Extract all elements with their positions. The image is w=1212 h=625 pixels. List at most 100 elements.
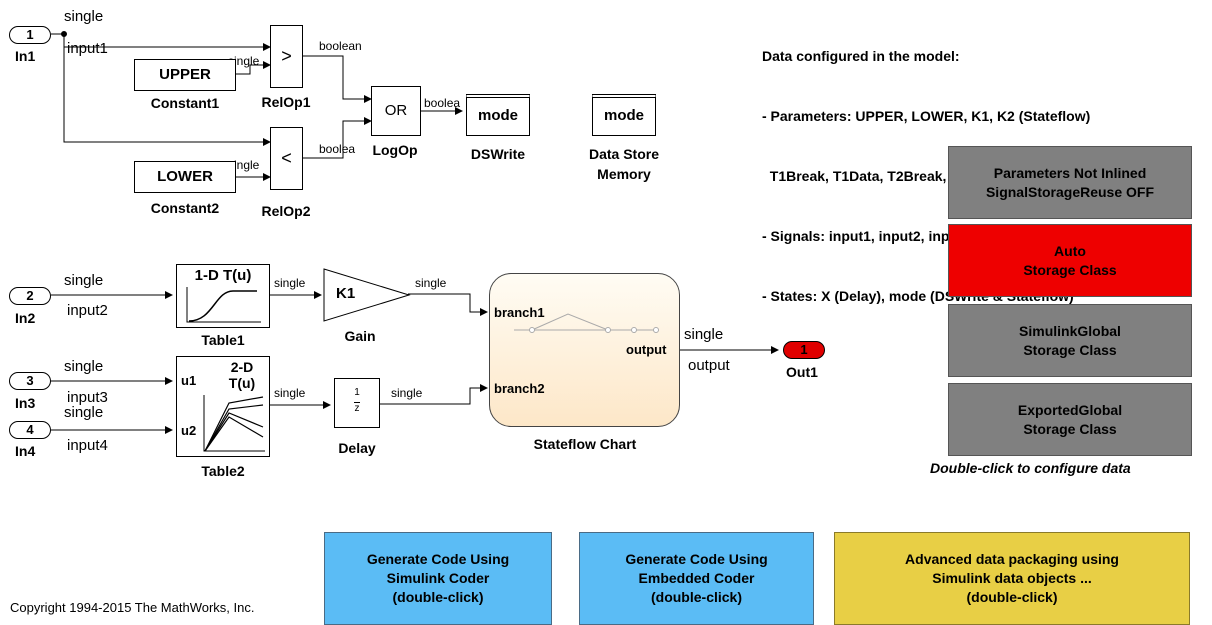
copyright-text: Copyright 1994-2015 The MathWorks, Inc.	[10, 600, 255, 615]
signal-name-input2: input2	[67, 302, 108, 319]
stateflow-input-branch1: branch1	[494, 305, 545, 320]
relop1-block[interactable]: >	[270, 25, 303, 88]
inport-number: 4	[26, 422, 34, 437]
exportedglobal-storage-class-button[interactable]: ExportedGlobal Storage Class	[948, 383, 1192, 456]
button-line: Storage Class	[1023, 420, 1117, 437]
button-line: (double-click)	[650, 589, 742, 605]
info-line: - Parameters: UPPER, LOWER, K1, K2 (Stat…	[762, 108, 1091, 124]
signal-label: single	[274, 386, 306, 400]
inport-in2[interactable]: 2	[9, 287, 51, 305]
inport-label: In2	[15, 310, 36, 326]
signal-name-input1: input1	[67, 40, 108, 57]
table1-curve-icon	[186, 287, 261, 323]
parameters-not-inlined-button[interactable]: Parameters Not Inlined SignalStorageReus…	[948, 146, 1192, 219]
signal-label: single	[64, 272, 104, 289]
constant2-value: LOWER	[157, 168, 213, 185]
button-line: Auto	[1054, 242, 1086, 259]
signal-label: single	[64, 8, 104, 25]
gain-block[interactable]	[323, 268, 411, 322]
table2-label: Table2	[201, 463, 245, 479]
auto-storage-class-button[interactable]: Auto Storage Class	[948, 224, 1192, 297]
table1-title: 1-D T(u)	[194, 267, 252, 284]
dsmem-value: mode	[603, 107, 644, 124]
outport-out1[interactable]: 1	[783, 341, 825, 359]
table1-label: Table1	[201, 332, 245, 348]
button-line: Storage Class	[1023, 341, 1117, 358]
inport-number: 3	[26, 373, 34, 388]
button-line: (double-click)	[392, 589, 484, 605]
button-line: Storage Class	[1023, 261, 1117, 278]
signal-name-input4: input4	[67, 437, 108, 454]
constant1-value: UPPER	[159, 66, 211, 83]
logop-block[interactable]: OR	[371, 86, 421, 136]
signal-label: boolea	[319, 142, 356, 156]
signal-name-output: output	[688, 357, 730, 374]
table2-input-u1: u1	[181, 373, 197, 388]
delay-fraction-bar	[354, 402, 360, 403]
dsmem-label-line1: Data Store	[588, 146, 660, 162]
generate-code-embedded-coder-button[interactable]: Generate Code Using Embedded Coder (doub…	[579, 532, 814, 625]
table2-title-line2: T(u)	[228, 375, 256, 391]
delay-label: Delay	[338, 440, 376, 456]
dsmem-label-line2: Memory	[597, 166, 651, 182]
stateflow-diagram-icon	[514, 313, 659, 333]
info-line: Data configured in the model:	[762, 48, 960, 64]
button-line: Parameters Not Inlined	[993, 164, 1147, 181]
constant1-block[interactable]: UPPER	[134, 59, 236, 91]
advanced-data-packaging-button[interactable]: Advanced data packaging using Simulink d…	[834, 532, 1190, 625]
signal-label: boolean	[319, 39, 362, 53]
signal-name-input3: input3	[67, 389, 108, 406]
gain-value: K1	[336, 285, 356, 302]
delay-denominator: z	[354, 403, 360, 414]
signal-label: single	[684, 326, 724, 343]
dswrite-label: DSWrite	[470, 146, 526, 162]
stateflow-output-port: output	[626, 342, 667, 357]
button-line: ExportedGlobal	[1017, 401, 1123, 418]
signal-label: single	[64, 404, 104, 421]
dswrite-value: mode	[477, 107, 518, 124]
inport-label: In1	[15, 48, 36, 64]
inport-in4[interactable]: 4	[9, 421, 51, 439]
button-line: Generate Code Using	[366, 551, 510, 567]
gain-label: Gain	[344, 328, 376, 344]
relop1-symbol: >	[281, 46, 292, 66]
logop-label: LogOp	[372, 142, 418, 158]
dswrite-block[interactable]: mode	[466, 94, 530, 136]
table2-input-u2: u2	[181, 423, 197, 438]
simulinkglobal-storage-class-button[interactable]: SimulinkGlobal Storage Class	[948, 304, 1192, 377]
generate-code-simulink-coder-button[interactable]: Generate Code Using Simulink Coder (doub…	[324, 532, 552, 625]
table2-title-line1: 2-D	[230, 359, 254, 375]
delay-numerator: 1	[354, 387, 360, 398]
inport-number: 2	[26, 288, 34, 303]
relop2-label: RelOp2	[261, 203, 311, 219]
button-line: (double-click)	[966, 589, 1058, 605]
button-line: Simulink data objects ...	[932, 570, 1092, 586]
signal-label: single	[391, 386, 423, 400]
configure-data-hint: Double-click to configure data	[930, 460, 1131, 476]
outport-label: Out1	[786, 364, 818, 380]
button-line: SignalStorageReuse OFF	[985, 183, 1155, 200]
delay-block[interactable]: 1 z	[334, 378, 380, 428]
button-line: Simulink Coder	[386, 570, 490, 586]
table2-block[interactable]: 2-D T(u) u1 u2	[176, 356, 270, 457]
signal-label: single	[415, 276, 447, 290]
inport-in1[interactable]: 1	[9, 26, 51, 44]
data-store-memory-block[interactable]: mode	[592, 94, 656, 136]
relop2-block[interactable]: <	[270, 127, 303, 190]
inport-label: In3	[15, 395, 36, 411]
inport-number: 1	[26, 27, 34, 42]
outport-number: 1	[800, 342, 808, 357]
constant2-block[interactable]: LOWER	[134, 161, 236, 193]
stateflow-input-branch2: branch2	[494, 381, 545, 396]
table2-curves-icon	[203, 395, 265, 452]
table1-block[interactable]: 1-D T(u)	[176, 264, 270, 328]
button-line: Advanced data packaging using	[905, 551, 1119, 567]
button-line: Embedded Coder	[638, 570, 755, 586]
button-line: SimulinkGlobal	[1019, 322, 1121, 339]
relop1-label: RelOp1	[261, 94, 311, 110]
button-line: Generate Code Using	[625, 551, 768, 567]
signal-label: single	[64, 358, 104, 375]
stateflow-chart-block[interactable]: branch1 branch2 output	[489, 273, 680, 427]
constant1-label: Constant1	[150, 95, 220, 111]
inport-in3[interactable]: 3	[9, 372, 51, 390]
